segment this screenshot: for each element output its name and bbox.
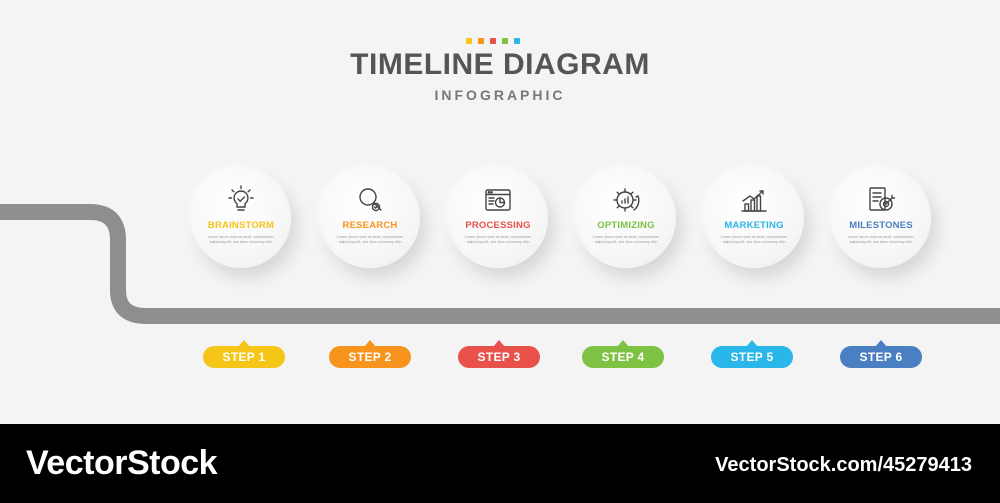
color-dot [502,38,508,44]
step-title: MARKETING [724,220,784,231]
growth-chart-icon [741,190,767,212]
footer-bar: VectorStock VectorStock.com/45279413 [0,424,1000,503]
step-title: MILESTONES [849,220,913,231]
color-dots [466,38,520,44]
brand-logo: VectorStock [26,444,218,482]
infographic-canvas: TIMELINE DIAGRAM INFOGRAPHIC BRAINSTORM … [0,0,1000,424]
color-dot [514,38,520,44]
magnifier-check-icon [359,188,382,212]
step-badge-4: STEP 4 [582,340,664,368]
page-title: TIMELINE DIAGRAM [350,48,650,81]
color-dot [478,38,484,44]
step-circle-optimizing: OPTIMIZING Lorem ipsum dolor sit amet, c… [576,168,676,268]
image-credit: VectorStock.com/45279413 [715,454,972,476]
step-description: Lorem ipsum dolor sit amet, consectetuer… [848,235,914,244]
page-subtitle: INFOGRAPHIC [434,87,566,103]
step-title: OPTIMIZING [597,220,655,231]
timeline-road [0,204,1000,324]
step-circle-marketing: MARKETING Lorem ipsum dolor sit amet, co… [704,168,804,268]
step-circle-brainstorm: BRAINSTORM Lorem ipsum dolor sit amet, c… [191,168,291,268]
browser-chart-icon [485,189,511,211]
step-badge-5: STEP 5 [711,340,793,368]
step-description: Lorem ipsum dolor sit amet, consectetuer… [465,235,531,244]
step-description: Lorem ipsum dolor sit amet, consectetuer… [593,235,659,244]
step-title: BRAINSTORM [207,220,275,231]
color-dot [490,38,496,44]
step-circle-milestones: MILESTONES Lorem ipsum dolor sit amet, c… [831,168,931,268]
checklist-target-icon [869,187,896,211]
step-badge-3: STEP 3 [458,340,540,368]
step-badge-1: STEP 1 [203,340,285,368]
step-description: Lorem ipsum dolor sit amet, consectetuer… [721,235,787,244]
color-dot [466,38,472,44]
step-title: RESEARCH [342,220,398,231]
step-circle-research: RESEARCH Lorem ipsum dolor sit amet, con… [320,168,420,268]
gear-chart-icon [613,188,640,212]
step-title: PROCESSING [465,220,531,231]
step-badge-6: STEP 6 [840,340,922,368]
step-circle-processing: PROCESSING Lorem ipsum dolor sit amet, c… [448,168,548,268]
step-description: Lorem ipsum dolor sit amet, consectetuer… [208,235,274,244]
step-badge-2: STEP 2 [329,340,411,368]
lightbulb-check-icon [228,185,254,211]
step-description: Lorem ipsum dolor sit amet, consectetuer… [337,235,403,244]
